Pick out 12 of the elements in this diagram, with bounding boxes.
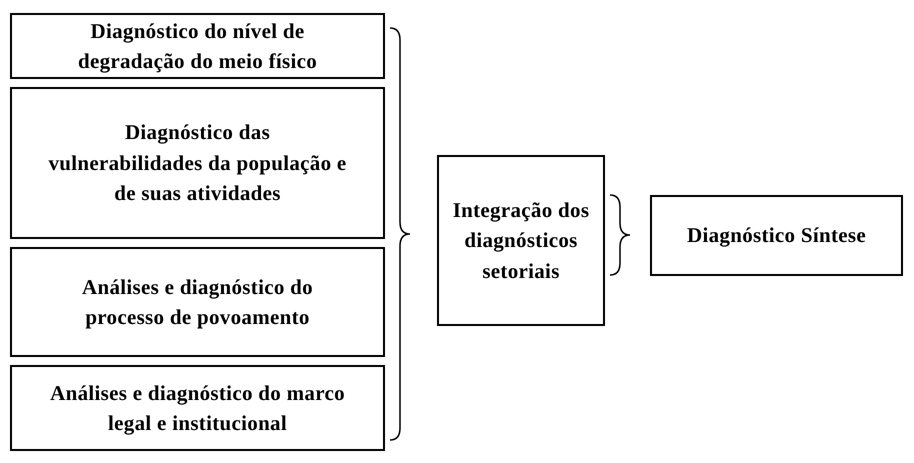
box-text: Integração dos diagnósticos setoriais <box>452 198 590 283</box>
text-box <box>650 195 903 276</box>
text-box <box>10 365 385 451</box>
text-box <box>10 247 385 357</box>
box-text: Diagnóstico Síntese <box>687 223 866 248</box>
text-box <box>10 87 385 239</box>
box-text: Diagnóstico das vulnerabilidades da população e de suas atividades <box>48 120 347 206</box>
box-text: Diagnóstico do nível de degradação do meio físico <box>78 18 318 73</box>
box-text: Análises e diagnóstico do marco legal e institucional <box>50 380 345 435</box>
text-box <box>10 13 385 79</box>
box-text: Análises e diagnóstico do processo de povoamento <box>82 274 313 329</box>
text-box <box>437 155 605 326</box>
